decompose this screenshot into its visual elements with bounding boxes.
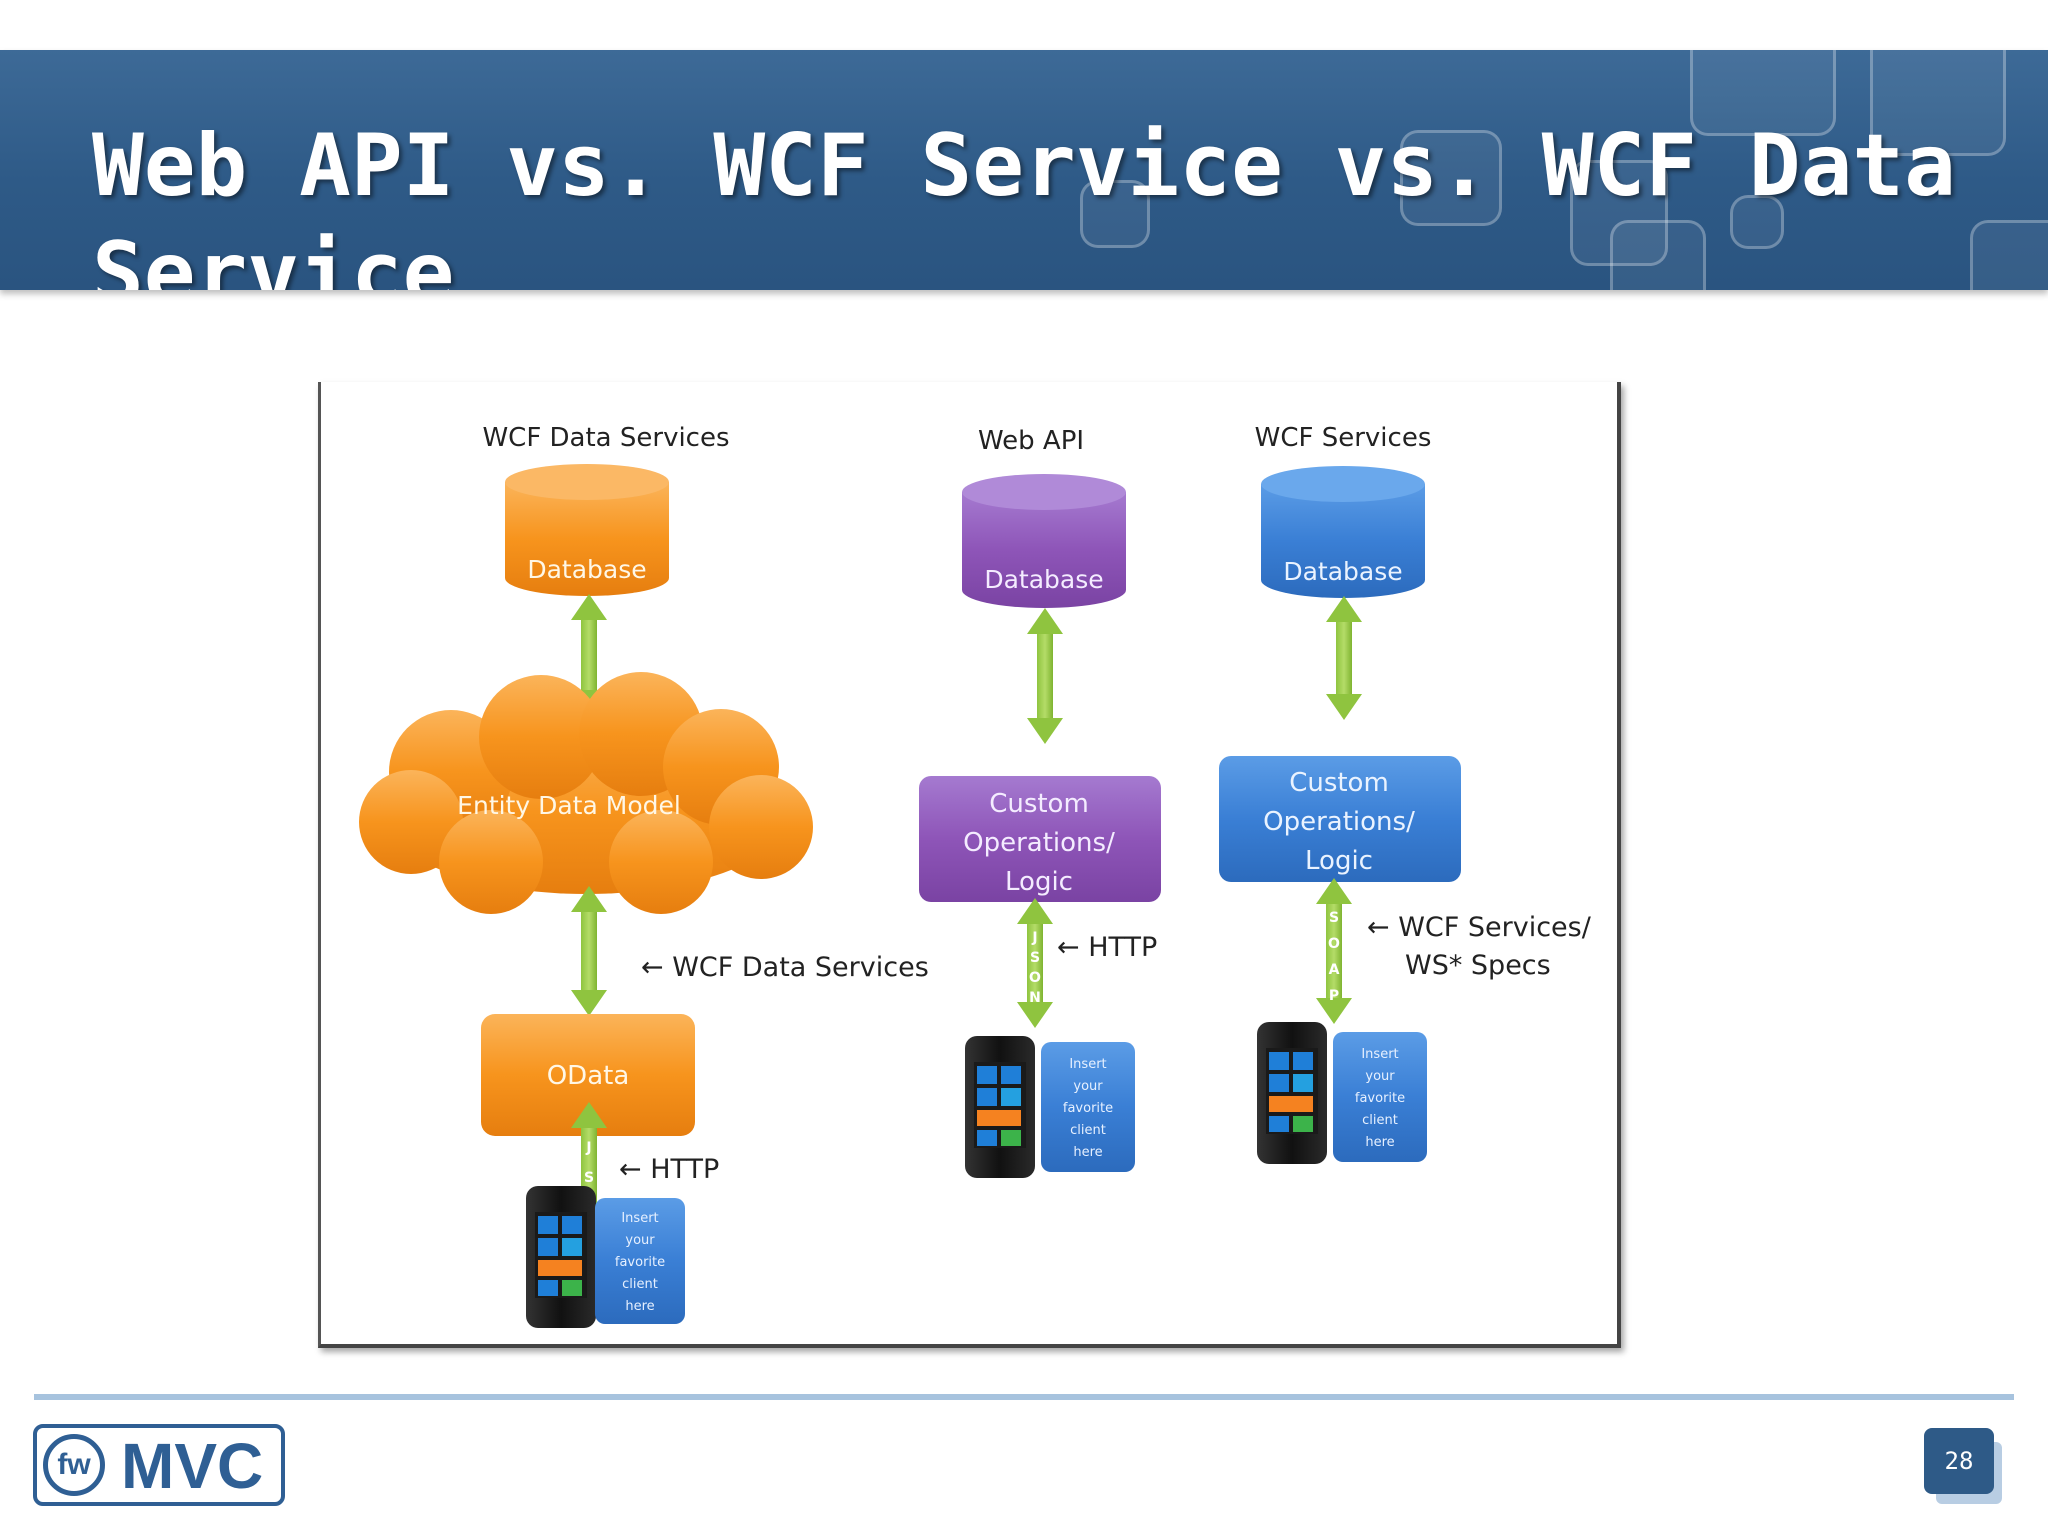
http-note: ← HTTP: [619, 1154, 719, 1185]
decorative-square: [1690, 50, 1836, 136]
bidirectional-arrow: [1027, 608, 1063, 744]
database-cylinder: [1261, 466, 1425, 598]
fw-mvc-logo: fw MVC: [33, 1424, 285, 1506]
entity-data-model-cloud: [359, 672, 813, 914]
transport-label: S: [1329, 910, 1339, 926]
mobile-phone-icon: [1257, 1022, 1327, 1164]
column-heading: WCF Services: [1255, 423, 1432, 453]
protocol-note: WS* Specs: [1405, 950, 1551, 981]
transport-label: S: [584, 1170, 594, 1186]
client-text: here: [1073, 1145, 1102, 1160]
client-text: Insert: [621, 1211, 658, 1226]
logic-label: Operations/: [1263, 807, 1415, 837]
logic-label: Custom: [1289, 768, 1389, 798]
footer-divider: [34, 1394, 2014, 1400]
database-cylinder: [505, 464, 669, 596]
decorative-square: [1570, 160, 1668, 266]
title-bar: Web API vs. WCF Service vs. WCF Data Ser…: [0, 50, 2048, 290]
client-text: Insert: [1069, 1057, 1106, 1072]
logic-label: Logic: [1005, 867, 1073, 897]
client-text: favorite: [1063, 1101, 1113, 1116]
client-text: favorite: [1355, 1091, 1405, 1106]
client-text: here: [625, 1299, 654, 1314]
logic-box: [1219, 756, 1461, 882]
architecture-diagram: WCF Data Services Database Entity Data M…: [359, 423, 1592, 1328]
client-box: [1333, 1032, 1427, 1162]
client-text: your: [625, 1233, 655, 1248]
client-box: [1041, 1042, 1135, 1172]
client-box: [595, 1198, 685, 1324]
logic-box: [919, 776, 1161, 902]
client-text: here: [1365, 1135, 1394, 1150]
mobile-phone-icon: [965, 1036, 1035, 1178]
transport-label: J: [1031, 930, 1037, 946]
odata-label: OData: [547, 1061, 630, 1091]
transport-label: A: [1329, 962, 1340, 978]
transport-label: J: [585, 1140, 591, 1156]
logic-label: Logic: [1305, 846, 1373, 876]
logic-label: Custom: [989, 789, 1089, 819]
transport-label: S: [1030, 950, 1040, 966]
client-text: favorite: [615, 1255, 665, 1270]
transport-label: O: [1328, 936, 1340, 952]
bidirectional-arrow: [1326, 596, 1362, 720]
mobile-phone-icon: [526, 1186, 596, 1328]
database-label: Database: [984, 565, 1103, 594]
odata-box: [481, 1014, 695, 1136]
diagram-frame: WCF Data Services Database Entity Data M…: [318, 382, 1621, 1348]
column-heading: WCF Data Services: [482, 423, 729, 453]
decorative-square: [1080, 180, 1150, 248]
http-note: ← HTTP: [1057, 932, 1157, 963]
client-text: your: [1073, 1079, 1103, 1094]
page-number: 28: [1924, 1428, 1994, 1494]
json-transport-arrow: [1017, 898, 1053, 1028]
decorative-square: [1870, 50, 2006, 156]
client-text: client: [1362, 1113, 1398, 1128]
decorative-square: [1730, 195, 1784, 249]
database-cylinder: [962, 474, 1126, 608]
decorative-square: [1400, 130, 1502, 226]
protocol-note: ← WCF Data Services: [641, 952, 929, 983]
transport-label: P: [1329, 988, 1339, 1004]
slide-title: Web API vs. WCF Service vs. WCF Data Ser…: [92, 116, 1956, 290]
database-label: Database: [527, 555, 646, 584]
logo-text: MVC: [121, 1430, 264, 1502]
client-text: your: [1365, 1069, 1395, 1084]
soap-transport-arrow: [1316, 878, 1352, 1024]
client-text: client: [622, 1277, 658, 1292]
client-text: client: [1070, 1123, 1106, 1138]
logic-label: Operations/: [963, 828, 1115, 858]
logo-mark: fw: [43, 1434, 105, 1496]
entity-data-model-label: Entity Data Model: [457, 791, 681, 820]
transport-label: O: [1029, 970, 1041, 986]
decorative-square: [1970, 220, 2048, 290]
client-text: Insert: [1361, 1047, 1398, 1062]
decorative-square: [1610, 220, 1706, 290]
database-label: Database: [1283, 557, 1402, 586]
bidirectional-arrow: [571, 886, 607, 1016]
column-heading: Web API: [978, 426, 1084, 456]
transport-label: N: [1029, 990, 1041, 1006]
protocol-note: ← WCF Services/: [1367, 912, 1592, 943]
